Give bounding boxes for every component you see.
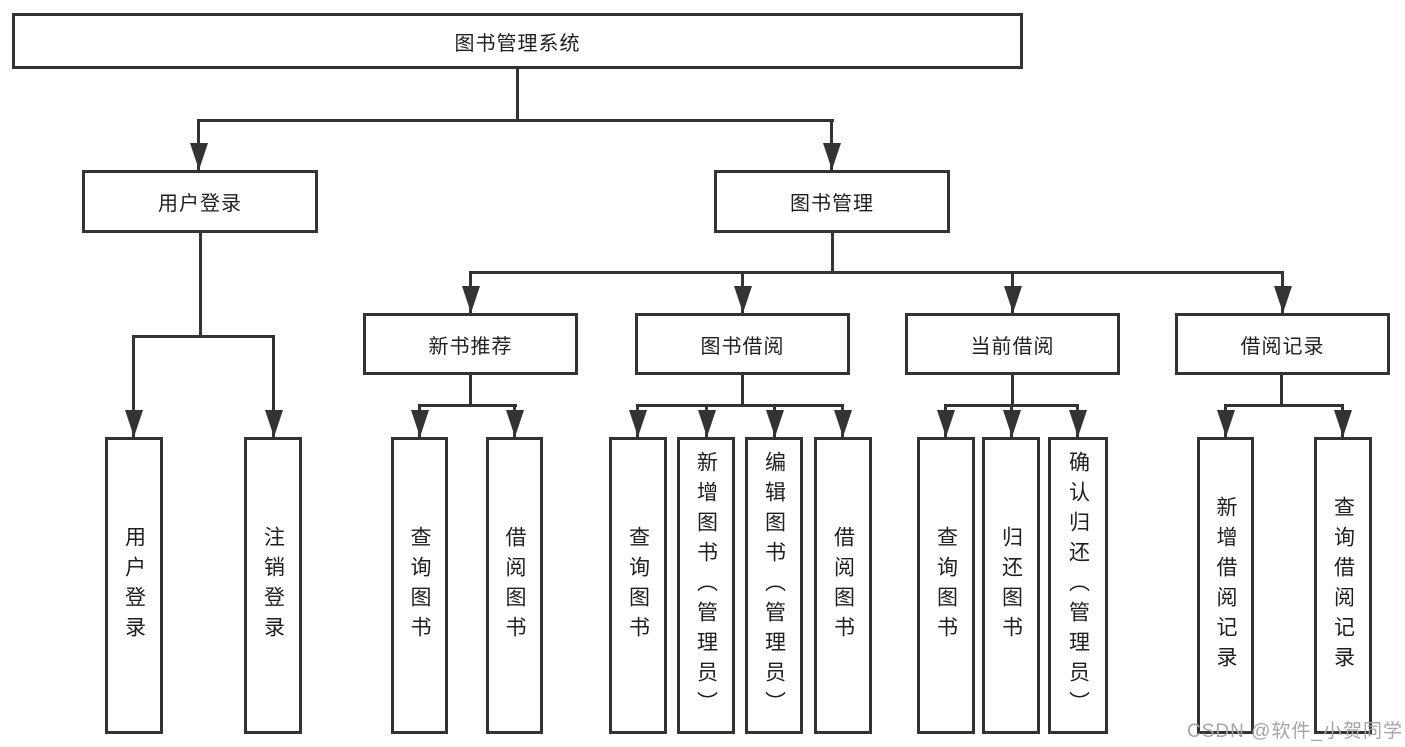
leaf-borrow-books-2: 借阅图书 — [814, 437, 872, 734]
connector-book-management-stem — [831, 233, 834, 272]
connector-new-book-bus — [418, 404, 517, 407]
arrow-to-current-borrow — [1011, 271, 1014, 313]
arrow-to-new-book-recommend — [469, 271, 472, 313]
arrow-to-query-books-1 — [418, 404, 421, 437]
leaf-add-borrow-record: 新增借阅记录 — [1197, 437, 1254, 734]
arrow-to-borrow-books-1 — [513, 404, 516, 437]
arrow-to-edit-book — [773, 404, 776, 437]
leaf-query-books-1: 查询图书 — [391, 437, 448, 734]
arrow-to-leaf-user-login — [132, 335, 135, 437]
connector-user-login-bus — [132, 335, 275, 338]
node-new-book-recommend: 新书推荐 — [363, 313, 578, 375]
leaf-add-book-admin: 新增图书（管理员） — [677, 437, 735, 734]
leaf-query-books-2: 查询图书 — [609, 437, 667, 734]
arrow-to-leaf-logout — [272, 335, 275, 437]
leaf-query-borrow-record: 查询借阅记录 — [1314, 437, 1372, 734]
node-root: 图书管理系统 — [12, 13, 1023, 69]
connector-book-management-bus — [469, 271, 1283, 274]
connector-borrow-records-bus — [1224, 404, 1344, 407]
connector-user-login-stem — [199, 233, 202, 336]
arrow-to-book-management — [830, 119, 833, 170]
connector-root-stem — [516, 69, 519, 120]
arrow-to-borrow-records — [1281, 271, 1284, 313]
leaf-return-book: 归还图书 — [982, 437, 1040, 734]
arrow-to-query-borrow-record — [1341, 404, 1344, 437]
connector-book-borrow-stem — [741, 375, 744, 405]
node-book-management: 图书管理 — [714, 170, 950, 233]
leaf-user-login: 用户登录 — [105, 437, 163, 734]
connector-current-borrow-stem — [1011, 375, 1014, 405]
node-current-borrow: 当前借阅 — [905, 313, 1120, 375]
arrow-to-add-borrow-record — [1224, 404, 1227, 437]
arrow-to-query-books-3 — [944, 404, 947, 437]
arrow-to-return-book — [1010, 404, 1013, 437]
arrow-to-user-login — [197, 119, 200, 170]
node-book-borrow: 图书借阅 — [635, 313, 850, 375]
leaf-logout: 注销登录 — [244, 437, 302, 734]
node-borrow-records: 借阅记录 — [1175, 313, 1390, 375]
connector-root-bus — [197, 119, 834, 122]
leaf-edit-book-admin: 编辑图书（管理员） — [745, 437, 803, 734]
connector-new-book-stem — [469, 375, 472, 405]
connector-book-borrow-bus — [636, 404, 844, 407]
leaf-borrow-books-1: 借阅图书 — [486, 437, 543, 734]
leaf-query-books-3: 查询图书 — [917, 437, 975, 734]
node-user-login: 用户登录 — [82, 170, 318, 233]
connector-borrow-records-stem — [1280, 375, 1283, 405]
csdn-watermark: CSDN @软件_小贺同学 — [1187, 721, 1403, 742]
leaf-confirm-return-admin: 确认归还（管理员） — [1048, 437, 1108, 734]
arrow-to-query-books-2 — [636, 404, 639, 437]
arrow-to-confirm-return — [1076, 404, 1079, 437]
arrow-to-add-book — [705, 404, 708, 437]
arrow-to-book-borrow — [741, 271, 744, 313]
arrow-to-borrow-books-2 — [841, 404, 844, 437]
